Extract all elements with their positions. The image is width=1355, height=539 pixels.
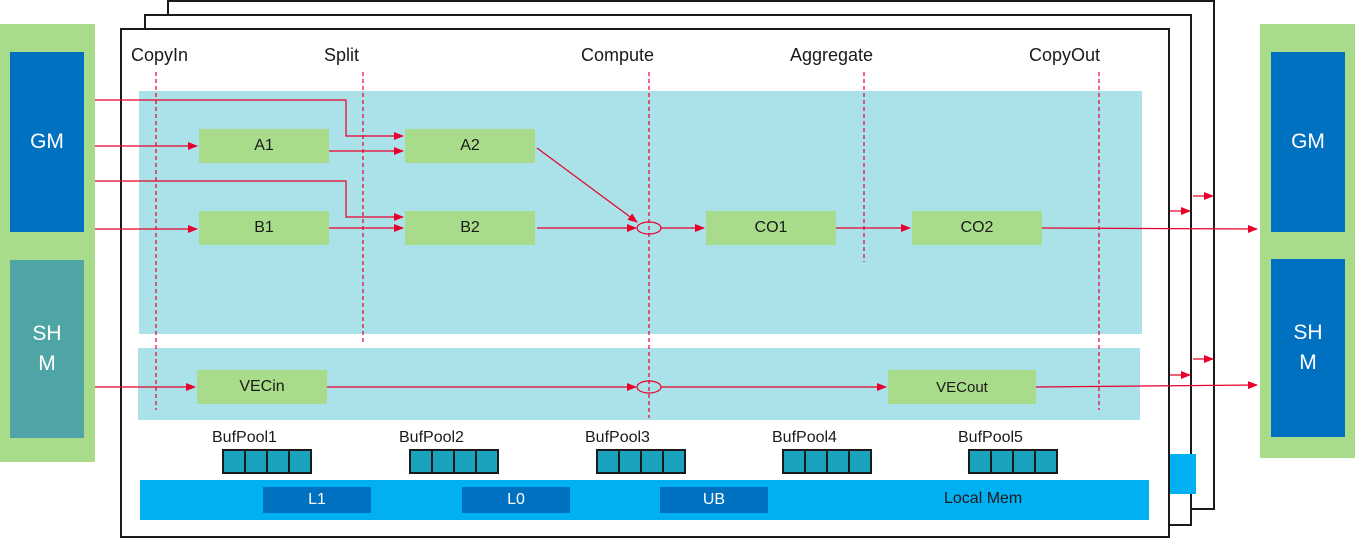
node-vecout: VECout <box>888 370 1036 404</box>
bufpool3-label: BufPool3 <box>585 429 650 446</box>
stage-label-copyout: CopyOut <box>1029 45 1101 65</box>
stack-frame-2-strip <box>1168 454 1196 494</box>
node-vecin: VECin <box>197 370 327 404</box>
bufpool5-cells <box>968 449 1058 474</box>
bufpool2-label: BufPool2 <box>399 429 464 446</box>
bufpool5-label: BufPool5 <box>958 429 1023 446</box>
stage-label-compute: Compute <box>581 45 655 65</box>
node-a2: A2 <box>405 129 535 163</box>
left-shm-block: SH M <box>10 260 84 438</box>
bufpool1-label: BufPool1 <box>212 429 277 446</box>
node-b1: B1 <box>199 211 329 245</box>
right-gm-block: GM <box>1271 52 1345 232</box>
stage-label-split: Split <box>324 45 360 65</box>
bufpool4-cells <box>782 449 872 474</box>
local-mem-l0: L0 <box>462 487 570 513</box>
arrow-gm-to-b2 <box>95 180 404 221</box>
node-a1: A1 <box>199 129 329 163</box>
node-b2: B2 <box>405 211 535 245</box>
local-mem-label: Local Mem <box>944 490 1023 507</box>
node-co1: CO1 <box>706 211 836 245</box>
bufpool4-label: BufPool4 <box>772 429 837 446</box>
local-mem-l1: L1 <box>263 487 371 513</box>
right-shm-block: SH M <box>1271 259 1345 437</box>
node-co2: CO2 <box>912 211 1042 245</box>
arrow-a2-to-compute <box>536 147 638 223</box>
local-mem-ub: UB <box>660 487 768 513</box>
bufpool1-cells <box>222 449 312 474</box>
arrow-co2-to-gm <box>1041 224 1258 233</box>
bufpool2-cells <box>409 449 499 474</box>
arrow-vecout-to-shm <box>1035 381 1258 390</box>
bufpool3-cells <box>596 449 686 474</box>
left-gm-block: GM <box>10 52 84 232</box>
stage-label-aggregate: Aggregate <box>790 45 874 65</box>
arrow-gm-to-a2 <box>95 99 404 140</box>
stage-label-copyin: CopyIn <box>131 45 189 65</box>
